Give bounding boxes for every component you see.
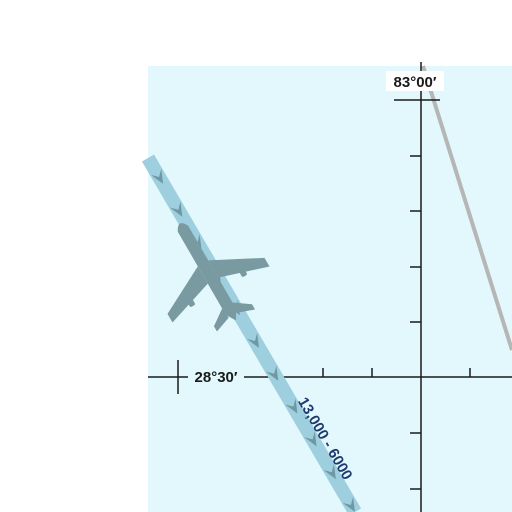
route-chevron — [265, 365, 279, 381]
longitude-graticule — [394, 62, 440, 512]
aircraft-icon — [167, 223, 270, 332]
route-chevron — [150, 168, 164, 184]
route-chevron — [323, 464, 336, 480]
boundary-line — [421, 65, 512, 351]
latitude-label: 28°30′ — [195, 369, 238, 386]
chart-background — [148, 66, 512, 512]
route-chevron — [170, 201, 183, 217]
route-chevron — [285, 398, 298, 414]
route-chevron — [246, 332, 260, 348]
route-chevron — [304, 431, 317, 447]
route-chevron — [342, 496, 355, 512]
longitude-label: 83°00′ — [394, 74, 437, 91]
